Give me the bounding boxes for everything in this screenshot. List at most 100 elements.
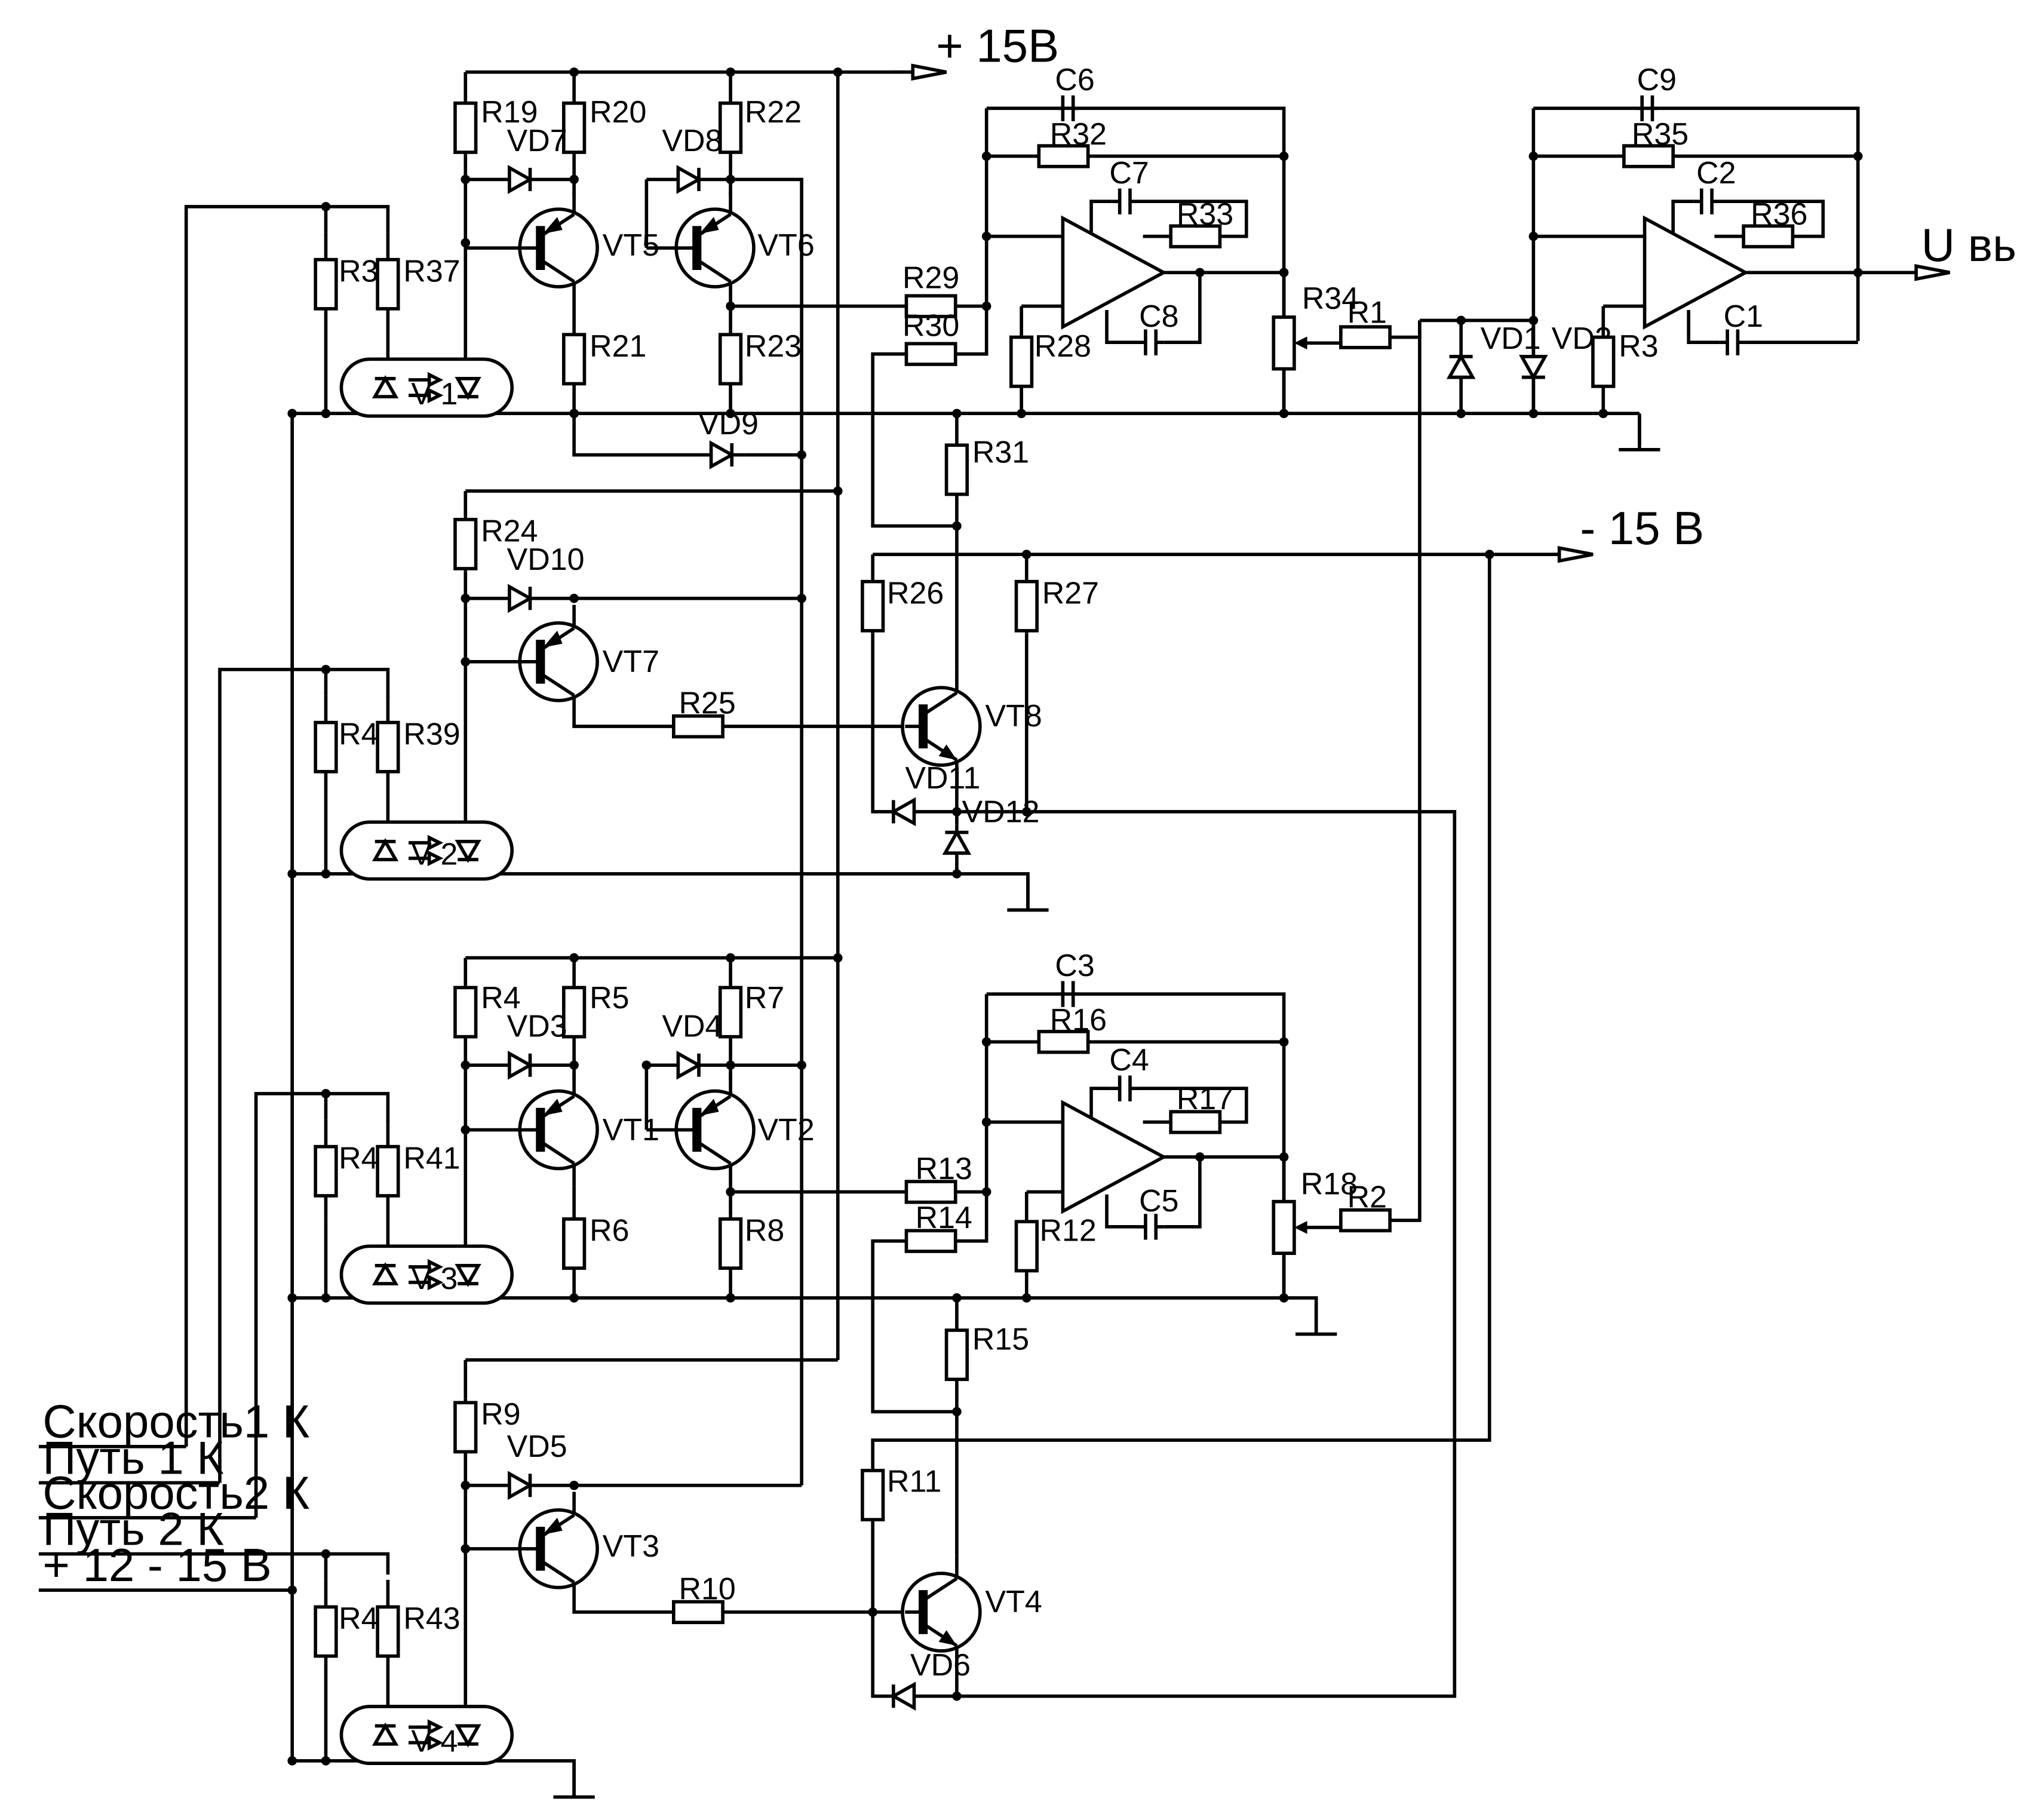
opamp-2 bbox=[1643, 215, 1749, 330]
diode-vd10: VD10 bbox=[465, 542, 585, 613]
diode-vd7: VD7 bbox=[465, 124, 575, 194]
resistor-r22: R22 bbox=[718, 95, 802, 155]
ground-symbol bbox=[553, 1763, 595, 1799]
junction-dot bbox=[1279, 1037, 1289, 1047]
component-label: R28 bbox=[1034, 329, 1091, 364]
junction-dot bbox=[981, 1037, 991, 1047]
component-label: C9 bbox=[1637, 63, 1677, 97]
component-label: R14 bbox=[916, 1201, 972, 1235]
resistor-r2: R2 bbox=[1339, 1180, 1392, 1233]
junction-dot bbox=[726, 1187, 735, 1197]
junction-dot bbox=[287, 409, 297, 419]
resistor-r35: R35 bbox=[1622, 117, 1688, 168]
junction-dot bbox=[1484, 550, 1494, 559]
potentiometer-r34: R34 bbox=[1272, 272, 1359, 414]
junction-dot bbox=[952, 1691, 962, 1701]
component-label: R25 bbox=[679, 686, 735, 720]
diode-vd8: VD8 bbox=[646, 124, 731, 194]
wire bbox=[572, 387, 698, 457]
optocoupler-v1: V 1 bbox=[339, 357, 514, 418]
junction-dot bbox=[1022, 807, 1031, 817]
component-label: R8 bbox=[745, 1214, 784, 1248]
junction-dot bbox=[1195, 268, 1205, 278]
component-label: VD9 bbox=[698, 407, 759, 441]
wire bbox=[218, 668, 390, 1483]
junction-dot bbox=[287, 1293, 297, 1303]
junction-dot bbox=[726, 1293, 735, 1303]
junction-dot bbox=[981, 1117, 991, 1127]
junction-dot bbox=[569, 1293, 579, 1303]
resistor-r8: R8 bbox=[718, 1214, 784, 1272]
component-label: R6 bbox=[590, 1214, 629, 1248]
component-label: R5 bbox=[590, 981, 629, 1015]
junction-dot bbox=[1528, 231, 1539, 241]
capacitor-c2: C2 bbox=[1693, 156, 1736, 214]
resistor-r28: R28 bbox=[1009, 329, 1091, 388]
component-label: Путь 1 К bbox=[42, 1431, 223, 1484]
junction-dot bbox=[981, 151, 991, 161]
ground-symbol bbox=[1007, 876, 1049, 912]
component-label: V 1 bbox=[411, 377, 458, 412]
component-label: R20 bbox=[590, 95, 646, 130]
wire bbox=[1391, 320, 1422, 339]
diode-vd1: VD1 bbox=[1446, 320, 1541, 414]
wire bbox=[465, 1296, 1318, 1334]
wire bbox=[871, 633, 892, 814]
junction-dot bbox=[287, 1585, 297, 1595]
capacitor-c1: C1 bbox=[1720, 299, 1763, 355]
wire bbox=[465, 872, 1030, 908]
component-label: V 4 bbox=[411, 1724, 458, 1759]
transistor-vt4: VT4 bbox=[901, 1555, 1042, 1669]
resistor-r33: R33 bbox=[1169, 197, 1233, 248]
resistor-r24: R24 bbox=[453, 514, 538, 572]
component-label: Скорость2 К bbox=[42, 1466, 309, 1519]
optocoupler-v2: V 2 bbox=[339, 820, 514, 881]
resistor-r9: R9 bbox=[453, 1397, 521, 1456]
component-label: R27 bbox=[1042, 576, 1099, 610]
component-label: R18 bbox=[1301, 1167, 1358, 1202]
resistor-r15: R15 bbox=[944, 1297, 1029, 1412]
wire bbox=[1105, 1194, 1138, 1229]
optocoupler-v3: V 3 bbox=[339, 1244, 514, 1305]
junction-dot bbox=[952, 869, 962, 879]
wire bbox=[1105, 310, 1138, 344]
junction-dot bbox=[1528, 151, 1539, 161]
component-label: R19 bbox=[481, 95, 538, 130]
resistor-r31: R31 bbox=[944, 413, 1029, 526]
component-label: VT3 bbox=[603, 1529, 659, 1564]
component-label: R34 bbox=[1302, 281, 1359, 316]
component-label: C7 bbox=[1109, 156, 1149, 191]
wire bbox=[730, 177, 803, 1486]
component-label: R11 bbox=[887, 1465, 941, 1499]
junction-dot bbox=[321, 1549, 331, 1559]
component-label: VT7 bbox=[603, 644, 659, 679]
component-label: + 15В bbox=[936, 19, 1059, 72]
component-label: R36 bbox=[1751, 197, 1807, 232]
capacitor-c7: C7 bbox=[1109, 156, 1149, 214]
resistor-r4: R4 bbox=[453, 981, 521, 1039]
component-label: R29 bbox=[902, 260, 959, 295]
capacitor-c3: C3 bbox=[1055, 949, 1095, 1007]
wire bbox=[1163, 1156, 1202, 1229]
component-label: R2 bbox=[1347, 1180, 1387, 1214]
resistor-r36: R36 bbox=[1742, 197, 1807, 248]
junction-dot bbox=[1279, 1293, 1289, 1303]
component-label: VD8 bbox=[662, 124, 722, 158]
component-label: R33 bbox=[1177, 197, 1233, 232]
ground-symbol bbox=[1295, 1300, 1337, 1336]
component-label: U вых. bbox=[1921, 219, 2017, 271]
junction-dot bbox=[868, 1607, 877, 1617]
junction-dot bbox=[726, 409, 735, 419]
junction-dot bbox=[321, 1293, 331, 1303]
output-terminal bbox=[1858, 264, 1950, 281]
junction-dot bbox=[833, 486, 843, 496]
resistor-r16: R16 bbox=[1034, 1003, 1107, 1054]
optocoupler-v4: V 4 bbox=[339, 1705, 514, 1766]
component-label: VD10 bbox=[507, 542, 585, 577]
junction-dot bbox=[1195, 1152, 1205, 1162]
diode-vd5: VD5 bbox=[465, 1429, 575, 1500]
component-label: C2 bbox=[1696, 156, 1736, 191]
junction-dot bbox=[1598, 409, 1608, 419]
junction-dot bbox=[981, 231, 991, 241]
